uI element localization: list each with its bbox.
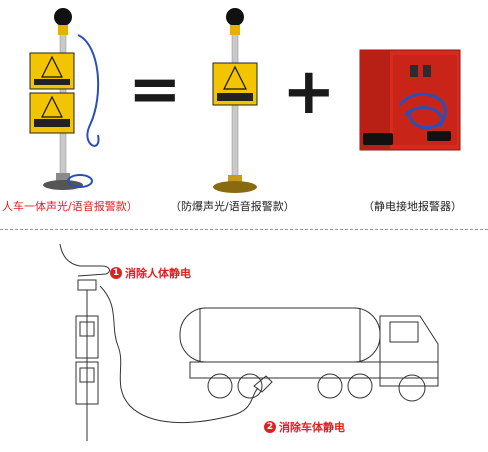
- pole-alarm-product: [200, 5, 270, 195]
- combo-alarm-illustration: [29, 8, 100, 190]
- step-1-number-icon: 1: [110, 267, 122, 279]
- step-2-label: 2 消除车体静电: [264, 419, 345, 435]
- combo-alarm-product: [20, 5, 110, 195]
- cabinet-illustration: [359, 49, 461, 151]
- grounding-alarm-cabinet: [355, 45, 465, 160]
- plus-sign: +: [282, 55, 336, 129]
- pole-alarm-illustration: [212, 8, 258, 193]
- step-2-text: 消除车体静电: [279, 421, 345, 434]
- equals-sign: =: [128, 53, 182, 127]
- step-2-number-icon: 2: [264, 421, 276, 433]
- usage-illustration: [40, 236, 480, 446]
- step-1-label: 1 消除人体静电: [110, 265, 191, 281]
- usage-line-drawing: [59, 243, 439, 441]
- box-caption: （静电接地报警器）: [363, 200, 462, 213]
- section-divider: [0, 229, 488, 230]
- combo-caption: 人车一体声光/语音报警款）: [2, 200, 138, 213]
- pole-caption: （防爆声光/语音报警款）: [170, 200, 295, 213]
- step-1-text: 消除人体静电: [125, 267, 191, 280]
